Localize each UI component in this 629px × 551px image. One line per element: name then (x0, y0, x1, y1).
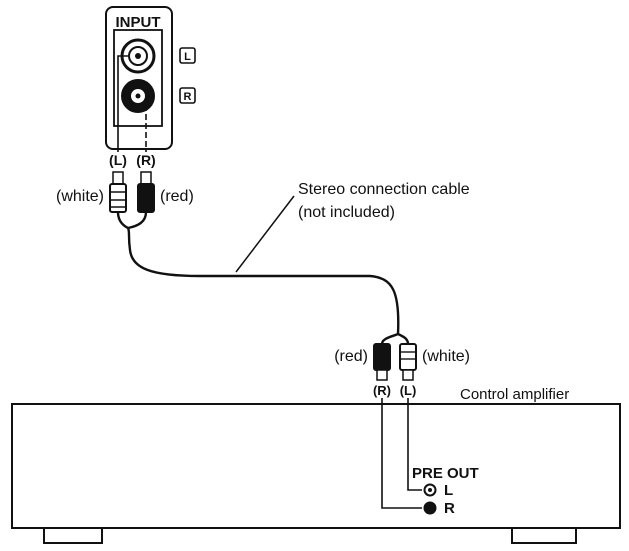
top-label-red: (red) (160, 188, 194, 205)
top-label-left-channel: (L) (109, 152, 127, 168)
input-leads (117, 55, 147, 152)
amplifier-name: Control amplifier (460, 386, 569, 403)
svg-text:L: L (184, 51, 191, 63)
cable-caption-pointer (235, 195, 295, 273)
input-panel: INPUT L R (105, 6, 196, 150)
stereo-cable (116, 211, 410, 345)
channel-marker-left: L (179, 47, 196, 64)
bottom-label-left-channel: (L) (400, 383, 417, 398)
bottom-plug-red (373, 343, 391, 381)
control-amplifier (11, 403, 621, 544)
amplifier-body (11, 403, 621, 529)
bottom-label-white: (white) (422, 348, 470, 365)
pre-out-leads (381, 398, 422, 509)
input-jack-left (120, 38, 156, 74)
input-panel-title: INPUT (116, 14, 161, 31)
bottom-label-red: (red) (334, 348, 368, 365)
pre-out-terminal-right (423, 501, 437, 515)
amplifier-foot-left (43, 527, 103, 544)
svg-text:R: R (184, 91, 192, 103)
bottom-label-right-channel: (R) (373, 383, 391, 398)
top-plug-red (137, 171, 155, 213)
amplifier-foot-right (511, 527, 577, 544)
top-plug-white (109, 171, 127, 213)
cable-caption-line1: Stereo connection cable (298, 181, 470, 198)
pre-out-terminal-left (423, 483, 437, 497)
input-jack-right (121, 79, 155, 113)
pre-out-terminal-left-label: L (444, 482, 453, 499)
bottom-plug-white (399, 343, 417, 381)
cable-caption-line2: (not included) (298, 204, 395, 221)
top-label-right-channel: (R) (136, 152, 155, 168)
pre-out-terminal-right-label: R (444, 500, 455, 517)
channel-marker-right: R (179, 87, 196, 104)
top-label-white: (white) (56, 188, 104, 205)
pre-out-label: PRE OUT (412, 465, 479, 482)
